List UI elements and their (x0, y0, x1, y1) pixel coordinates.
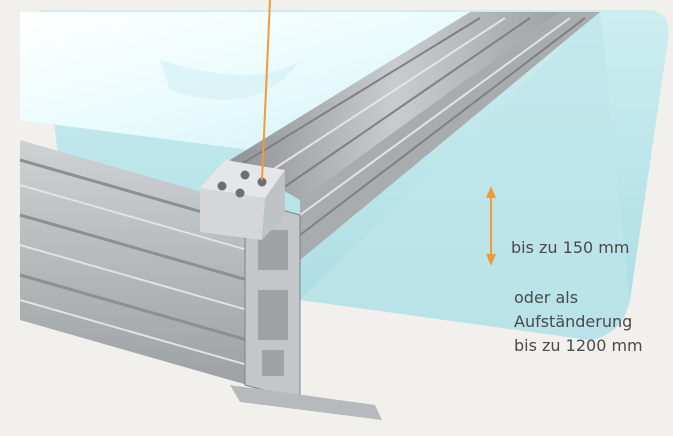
alternative-line-3: bis zu 1200 mm (514, 336, 643, 355)
bolt-hole-3 (235, 188, 245, 198)
callout-pointer-line (261, 0, 271, 181)
right-profile-rail (230, 12, 600, 260)
alternative-mount-label: oder als Aufständerung bis zu 1200 mm (514, 286, 643, 358)
base-bar (230, 385, 382, 420)
bolt-hole-1 (217, 181, 227, 191)
bolt-hole-2 (240, 170, 250, 180)
corner-connector (200, 160, 285, 240)
height-label: bis zu 150 mm (511, 238, 630, 257)
height-arrow-icon (486, 186, 496, 266)
alternative-line-2: Aufständerung (514, 312, 633, 331)
alternative-line-1: oder als (514, 288, 579, 307)
bolt-hole-4 (257, 177, 267, 187)
